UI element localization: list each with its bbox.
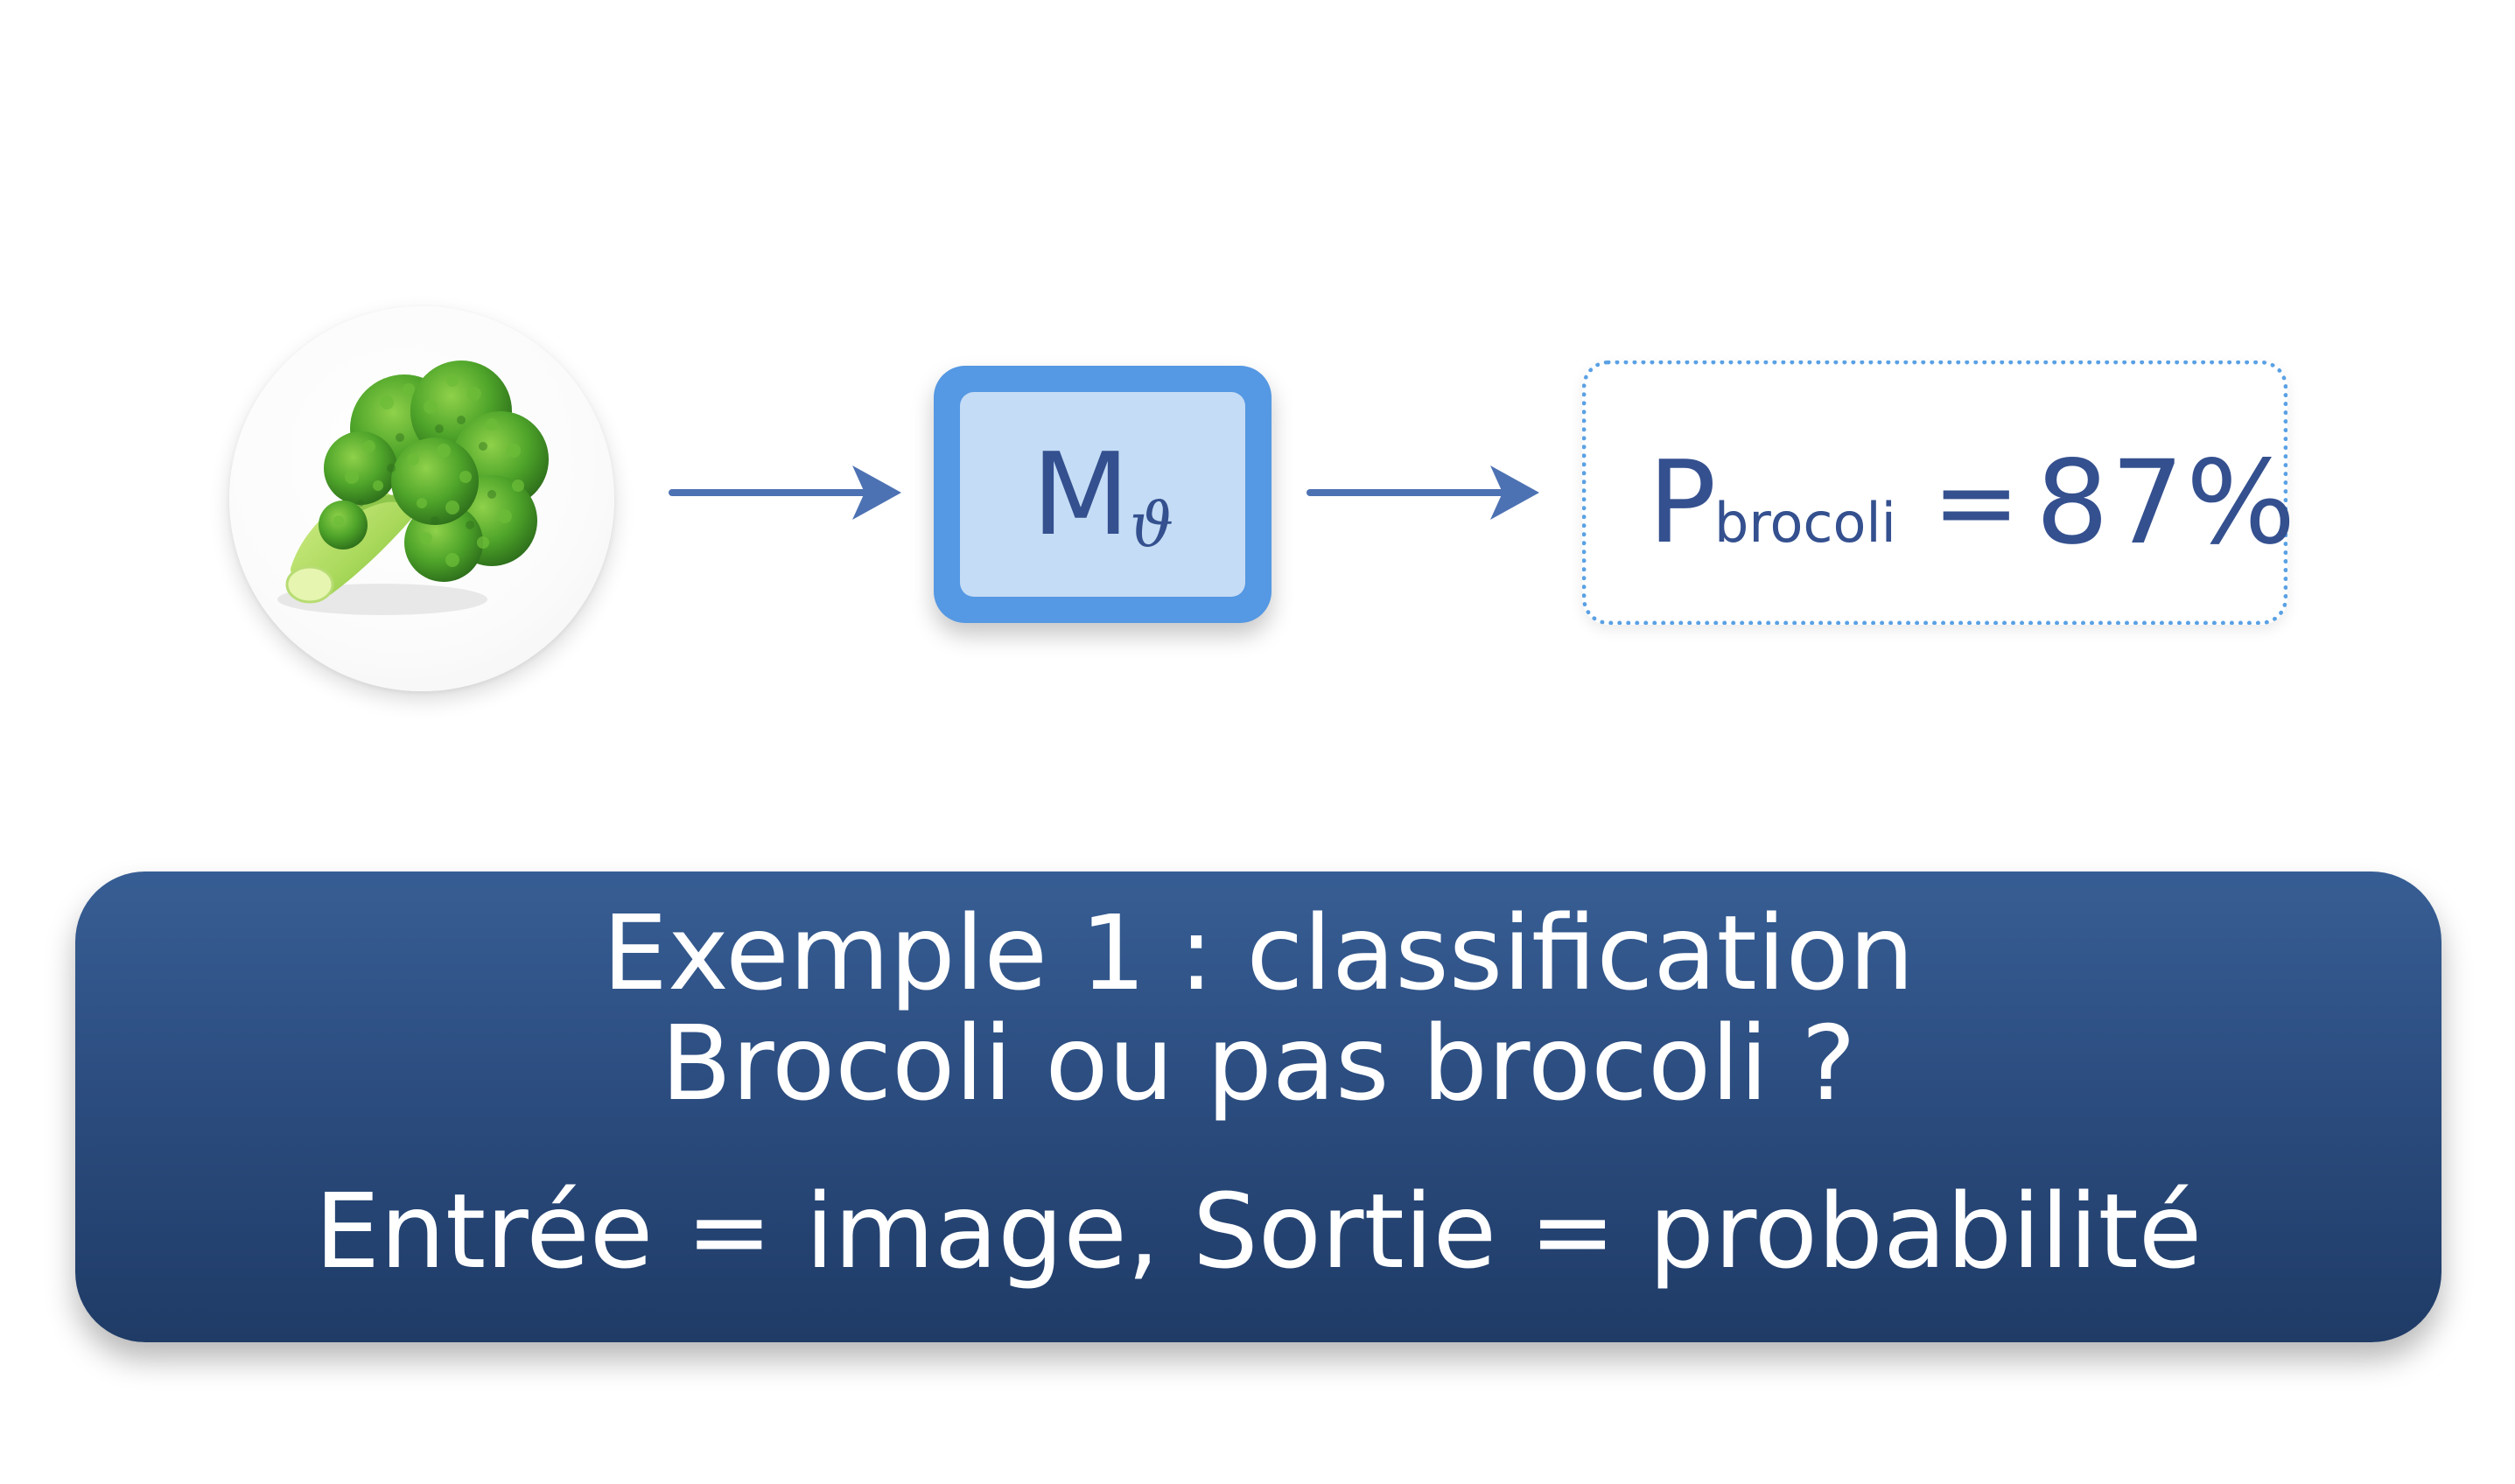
arrow-input-to-model: [669, 460, 908, 525]
caption-title: Exemple 1 : classification: [602, 892, 1915, 1013]
broccoli-illustration: [277, 360, 549, 615]
broccoli-image: [229, 306, 614, 691]
output-symbol: P: [1648, 436, 1717, 569]
model-symbol: M: [1031, 428, 1130, 561]
caption-panel: Exemple 1 : classification Brocoli ou pa…: [75, 872, 2441, 1342]
output-value: 87%: [2035, 436, 2298, 570]
caption-input-output: Entrée = image, Sortie = probabilité: [314, 1171, 2203, 1292]
caption-question: Brocoli ou pas brocoli ?: [661, 1003, 1856, 1124]
output-box: P brocoli = 87%: [1582, 360, 2295, 625]
output-equals: =: [1932, 442, 2021, 564]
output-subscript: brocoli: [1714, 491, 1896, 555]
model-subscript: ϑ: [1130, 489, 1174, 561]
arrow-model-to-output: [1307, 460, 1546, 525]
